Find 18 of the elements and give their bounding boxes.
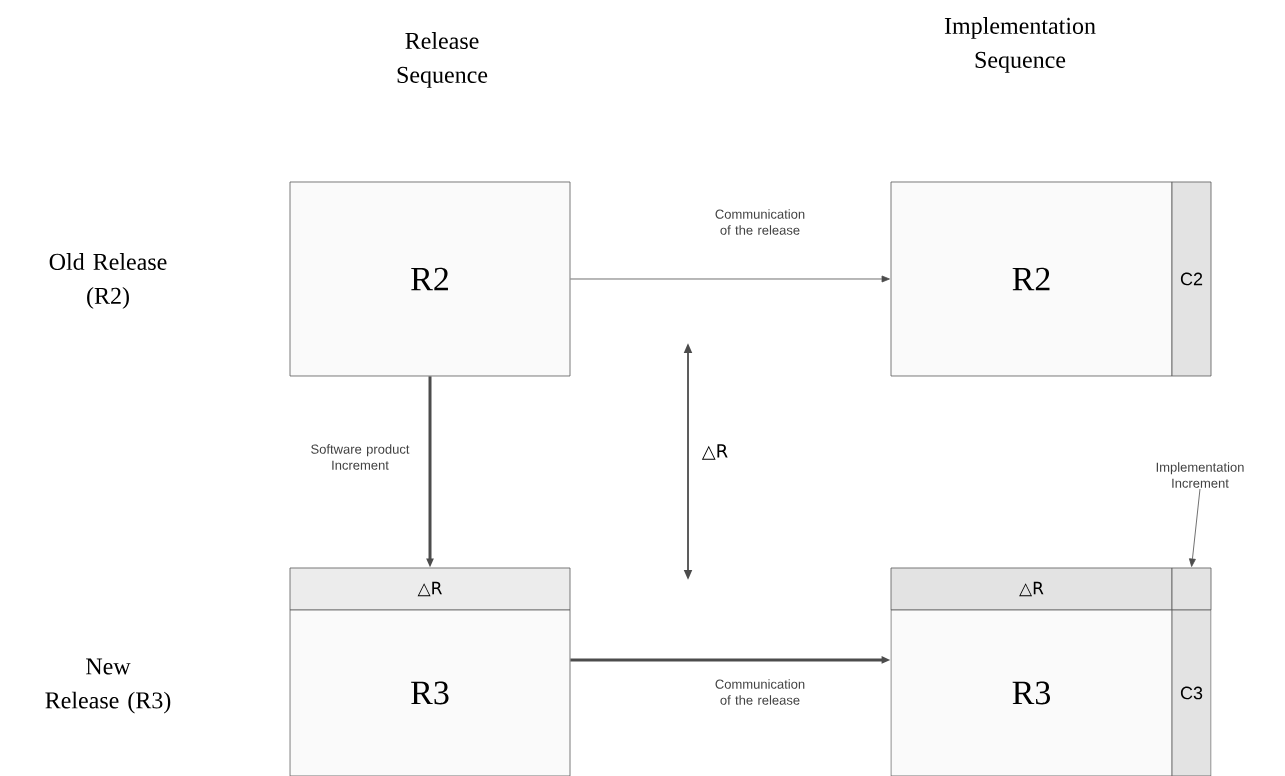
column-heading: Implementation Sequence: [944, 17, 1096, 73]
release-box: R2: [890, 181, 1173, 377]
release-box: R3: [890, 609, 1173, 776]
delta-label: △R: [701, 444, 728, 460]
change-strip: C2: [1171, 181, 1212, 377]
increment-band: △R: [289, 567, 571, 611]
arrow: [570, 275, 890, 283]
column-heading: Release Sequence: [397, 32, 488, 88]
leader-line: [1189, 488, 1201, 567]
release-box: R3: [289, 609, 571, 776]
edge-label: Communication of the release: [715, 679, 805, 705]
increment-corner: [1171, 567, 1212, 611]
release-box: R2: [289, 181, 571, 377]
edge-label: Software product Increment: [311, 444, 410, 470]
row-heading: Old Release (R2): [49, 253, 167, 309]
annotation-text: Implementation Increment: [1156, 462, 1244, 488]
edge-label: Communication of the release: [715, 209, 805, 235]
row-heading: New Release (R3): [45, 658, 171, 714]
